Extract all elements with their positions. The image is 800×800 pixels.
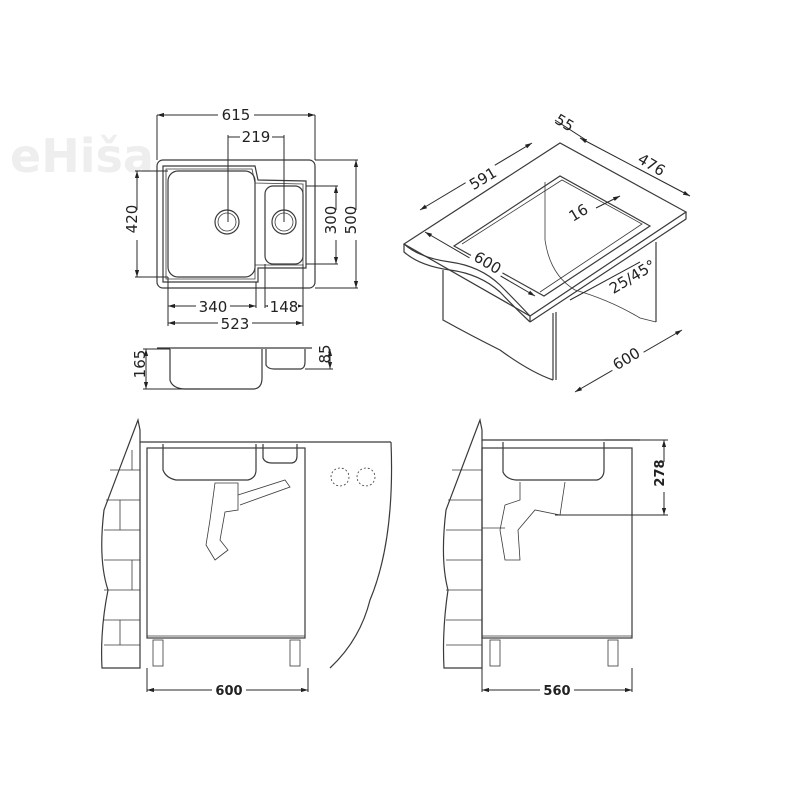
dim-16: 16 [566,200,592,225]
section-view: 165 85 [131,344,334,390]
front-view: 600 [101,417,393,699]
top-view: 615 219 420 300 500 340 148 523 [123,105,364,333]
dim-420: 420 [123,205,141,234]
dim-148: 148 [270,298,299,316]
dim-219: 219 [242,128,271,146]
dim-278: 278 [653,459,668,486]
dim-500: 500 [342,206,360,235]
side-view: 278 560 [442,417,672,699]
dim-523: 523 [221,315,250,333]
dim-165: 165 [131,350,149,379]
dim-340: 340 [199,298,228,316]
iso-view: 591 476 55 16 600 25/45° 600 [402,110,691,393]
dim-25-45: 25/45° [606,256,659,298]
dim-600-front: 600 [215,684,242,699]
dim-560: 560 [543,684,570,699]
dim-615: 615 [222,106,251,124]
dim-85: 85 [316,344,334,363]
watermark: eHiša [10,129,154,183]
dim-300: 300 [322,206,340,235]
